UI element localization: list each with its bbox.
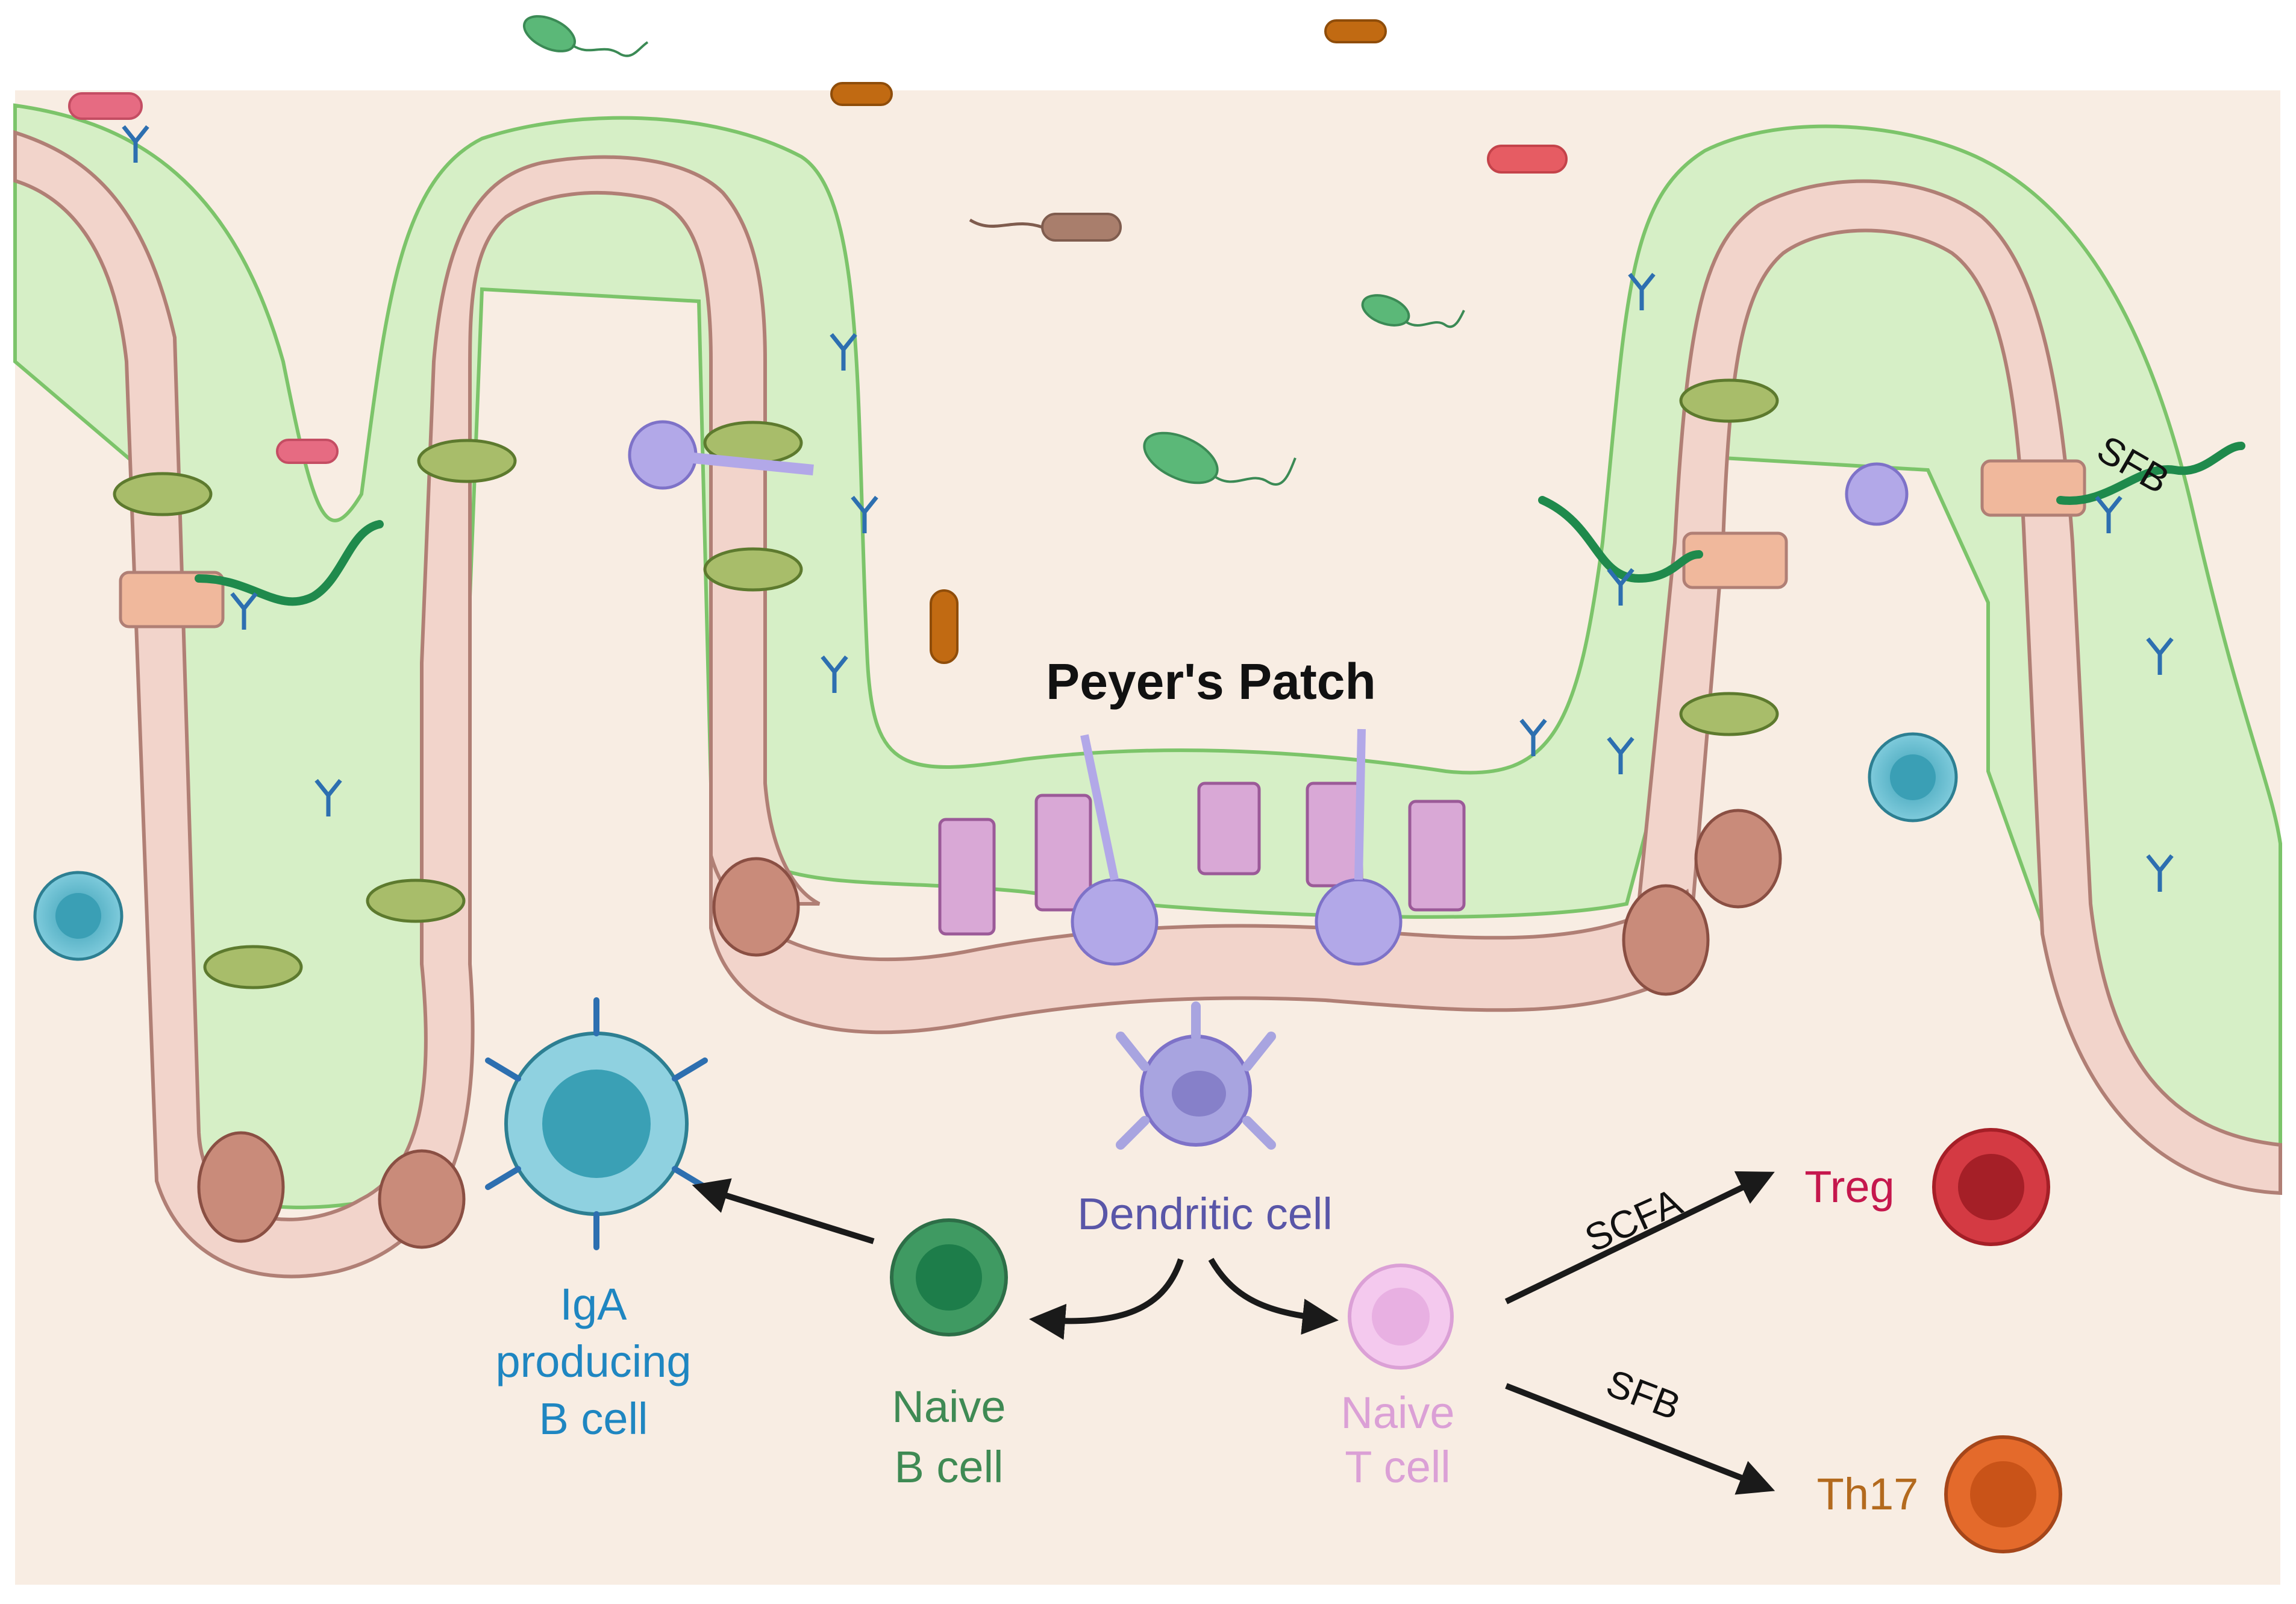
page-title: Peyer's Patch xyxy=(1046,653,1376,710)
dendritic-cells-tissue xyxy=(628,420,1909,966)
arrow-to-iga xyxy=(692,1178,875,1244)
plasma-cells-tissue xyxy=(33,732,1958,961)
iga-label-line2: producing xyxy=(495,1336,691,1386)
naive-t-cell xyxy=(1348,1264,1454,1370)
treg-label: Treg xyxy=(1804,1162,1894,1212)
treg-cell xyxy=(1932,1128,2050,1246)
iga-label-line1: IgA xyxy=(560,1279,627,1329)
th17-cell xyxy=(1944,1435,2062,1553)
iga-label-line3: B cell xyxy=(539,1394,648,1444)
paneth-cells xyxy=(197,809,1782,1249)
intestinal-lumen xyxy=(15,0,2280,90)
naive-b-label-line2: B cell xyxy=(895,1442,1004,1492)
m-cells xyxy=(938,782,1466,936)
dendritic-cell-label: Dendritic cell xyxy=(1077,1189,1333,1239)
naive-b-cell xyxy=(890,1218,1008,1336)
naive-t-label-line1: Naive xyxy=(1340,1388,1454,1438)
arrow-to-naive-b xyxy=(1029,1258,1184,1340)
arrows xyxy=(692,1171,1775,1495)
arrow-to-naive-t xyxy=(1208,1258,1339,1335)
goblet-cells xyxy=(113,378,1779,989)
arrow-to-th17 xyxy=(1505,1383,1775,1495)
villus-left-epithelium xyxy=(13,130,821,1279)
arrow-to-treg xyxy=(1504,1171,1775,1305)
iga-b-cell xyxy=(485,997,708,1250)
villus-right-epithelium xyxy=(1636,179,2282,1195)
naive-t-label-line2: T cell xyxy=(1345,1442,1450,1492)
iga-antibodies xyxy=(122,125,2174,892)
th17-label: Th17 xyxy=(1817,1469,1919,1519)
naive-b-label-line1: Naive xyxy=(892,1382,1006,1432)
lumen-bacteria xyxy=(68,15,1568,664)
dendritic-cell xyxy=(1116,1001,1276,1150)
